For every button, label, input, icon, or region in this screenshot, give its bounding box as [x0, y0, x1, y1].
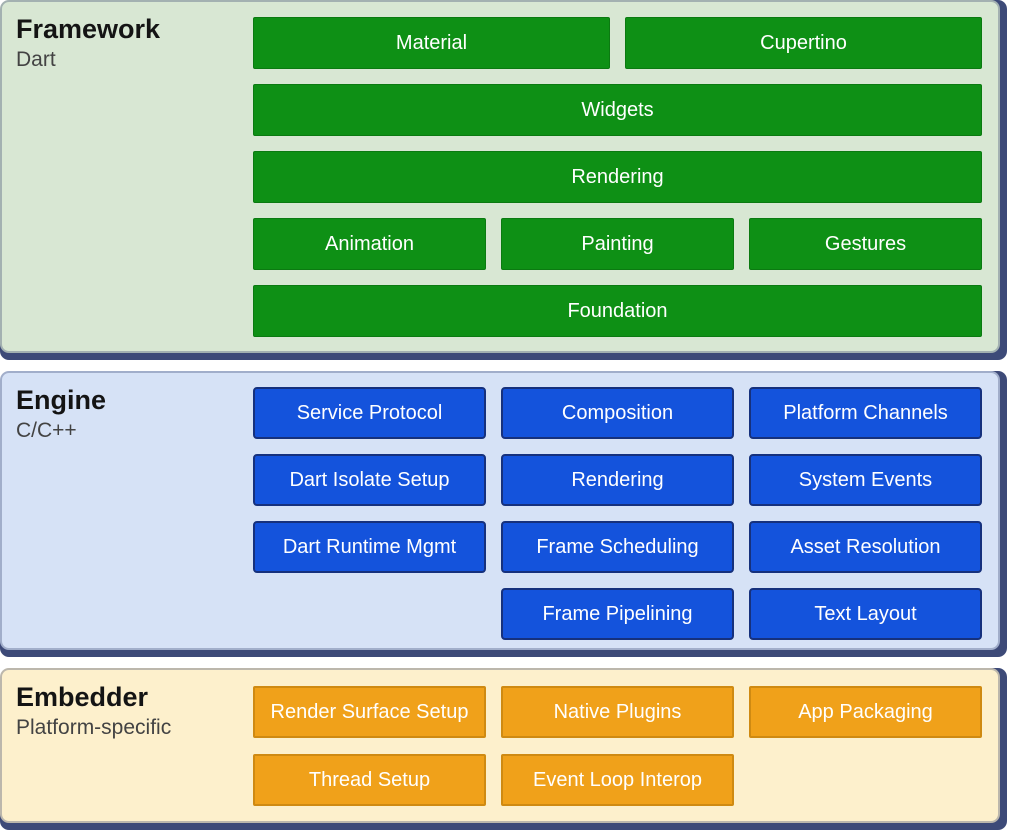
box-asset-resolution: Asset Resolution [749, 521, 982, 573]
box-rendering-framework: Rendering [253, 151, 982, 203]
box-dart-runtime-mgmt: Dart Runtime Mgmt [253, 521, 486, 573]
box-cupertino: Cupertino [625, 17, 982, 69]
box-system-events: System Events [749, 454, 982, 506]
box-animation: Animation [253, 218, 486, 270]
flutter-architecture-diagram: Framework Dart Material Cupertino Widget… [0, 0, 1000, 823]
layer-framework-subtitle: Dart [16, 48, 56, 72]
layer-framework-info: Framework Dart [2, 2, 253, 351]
layer-engine-title: Engine [16, 385, 107, 415]
layer-engine-info: Engine C/C++ [2, 373, 253, 648]
box-gestures: Gestures [749, 218, 982, 270]
layer-framework: Framework Dart Material Cupertino Widget… [0, 0, 1000, 353]
box-frame-scheduling: Frame Scheduling [501, 521, 734, 573]
box-rendering-engine: Rendering [501, 454, 734, 506]
box-foundation: Foundation [253, 285, 982, 337]
layer-embedder-info: Embedder Platform-specific [2, 670, 253, 821]
box-render-surface-setup: Render Surface Setup [253, 686, 486, 738]
box-material: Material [253, 17, 610, 69]
box-composition: Composition [501, 387, 734, 439]
layer-engine: Engine C/C++ Service Protocol Compositio… [0, 371, 1000, 650]
box-thread-setup: Thread Setup [253, 754, 486, 806]
box-dart-isolate-setup: Dart Isolate Setup [253, 454, 486, 506]
box-platform-channels: Platform Channels [749, 387, 982, 439]
box-widgets: Widgets [253, 84, 982, 136]
layer-framework-grid: Material Cupertino Widgets Rendering Ani… [253, 2, 998, 351]
layer-embedder-title: Embedder [16, 682, 149, 712]
layer-embedder: Embedder Platform-specific Render Surfac… [0, 668, 1000, 823]
layer-engine-grid: Service Protocol Composition Platform Ch… [253, 373, 998, 648]
box-painting: Painting [501, 218, 734, 270]
box-app-packaging: App Packaging [749, 686, 982, 738]
layer-embedder-grid: Render Surface Setup Native Plugins App … [253, 670, 998, 821]
layer-engine-subtitle: C/C++ [16, 419, 77, 443]
layer-framework-title: Framework [16, 14, 161, 44]
box-service-protocol: Service Protocol [253, 387, 486, 439]
box-frame-pipelining: Frame Pipelining [501, 588, 734, 640]
layer-embedder-subtitle: Platform-specific [16, 716, 172, 740]
box-text-layout: Text Layout [749, 588, 982, 640]
box-event-loop-interop: Event Loop Interop [501, 754, 734, 806]
box-native-plugins: Native Plugins [501, 686, 734, 738]
